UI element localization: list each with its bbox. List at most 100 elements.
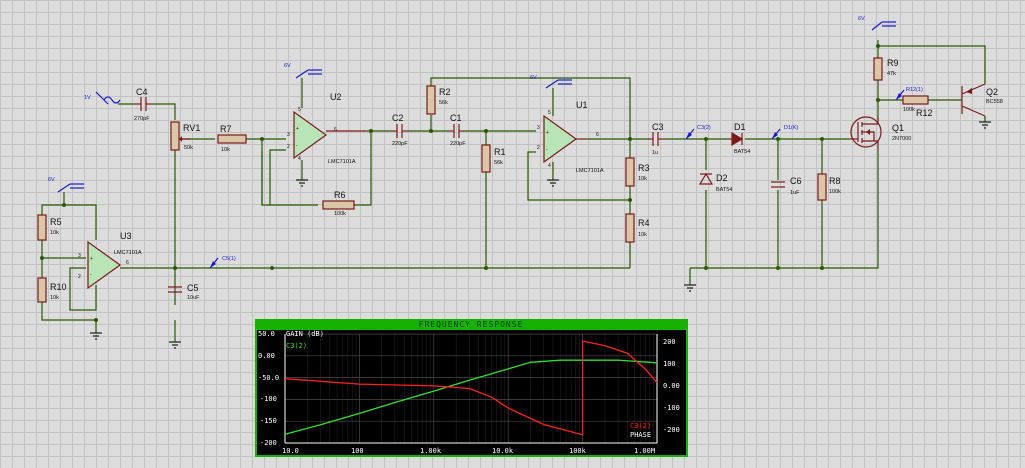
ref-label: D1	[734, 122, 746, 132]
graph-background	[257, 330, 686, 455]
phase-series-line	[284, 340, 658, 436]
value-label: 10k	[638, 232, 647, 238]
resistor-r5[interactable]: R5 10k	[37, 214, 62, 241]
mosfet-q1[interactable]: Q1 2N7000	[850, 116, 911, 150]
value-label: 10k	[221, 147, 230, 153]
voltage-probe-d1[interactable]: D1(K)	[771, 125, 799, 140]
pin-num: 2	[537, 145, 540, 151]
diode-d1[interactable]: D1 BAT54	[728, 122, 750, 155]
ref-label: Q2	[986, 87, 998, 97]
pin-num: 4	[548, 163, 551, 169]
voltage-probe-r12[interactable]: R12(1)	[895, 87, 923, 101]
ref-label: C5	[187, 283, 199, 293]
source-label: 1V	[84, 95, 91, 101]
y-left-tick: -50.0	[258, 374, 279, 382]
capacitor-c3[interactable]: C3 1u	[648, 122, 664, 156]
voltage-probe-c3[interactable]: C3(2)	[685, 125, 711, 140]
resistor-r12[interactable]: R12 100k	[902, 95, 933, 118]
ref-label: R10	[50, 282, 67, 292]
frequency-response-graph[interactable]: FREQUENCY RESPONSE GAIN (dB) C3(2) 50.0 …	[255, 319, 688, 457]
opamp-u1[interactable]: + - 3 2 6 5 4 U1 LMC7101A	[537, 100, 604, 174]
ground-icon	[296, 179, 308, 187]
resistor-r7[interactable]: R7 10k	[217, 124, 247, 153]
pin-num: 3	[537, 125, 540, 131]
value-label: 2N7000	[892, 136, 911, 142]
value-label: LMC7101A	[328, 159, 356, 165]
power-label: 6V	[858, 16, 865, 22]
opamp-u3[interactable]: + - 3 2 6 U3 LMC7101A	[78, 231, 142, 290]
ground-icon	[169, 341, 181, 349]
ref-label: RV1	[183, 123, 200, 133]
resistor-r8[interactable]: R8 100k	[817, 173, 841, 201]
diode-d2[interactable]: D2 BAT54	[698, 172, 732, 193]
ref-label: R3	[638, 163, 650, 173]
ref-label: C4	[136, 87, 148, 97]
value-label: 100k	[334, 211, 346, 217]
resistor-r9[interactable]: R9 47k	[873, 57, 899, 81]
ground-icon	[979, 121, 991, 129]
y-left-tick: -200	[260, 439, 277, 447]
ground-symbols	[90, 121, 991, 349]
power-terminal-u1[interactable]: 6V	[530, 75, 572, 89]
capacitor-c4[interactable]: C4 270pF	[134, 87, 152, 122]
resistor-r1[interactable]: R1 56k	[481, 144, 506, 173]
graph-title: FREQUENCY RESPONSE	[419, 320, 524, 329]
resistor-r10[interactable]: R10 10k	[37, 277, 67, 303]
pin-num: 6	[334, 127, 337, 133]
graph-series	[284, 340, 658, 436]
junctions	[40, 44, 880, 322]
ref-label: Q1	[892, 123, 904, 133]
potentiometer-rv1[interactable]: RV1 50k	[170, 121, 200, 151]
ref-label: D2	[716, 173, 728, 183]
pin-num: 5	[298, 107, 301, 113]
value-label: 56k	[439, 100, 448, 106]
power-terminal-u3[interactable]: 6V	[48, 177, 84, 193]
power-label: 6V	[284, 63, 291, 69]
value-label: 100k	[903, 107, 915, 113]
probe-label: C5(1)	[222, 256, 236, 262]
resistor-r2[interactable]: R2 56k	[426, 85, 451, 115]
y-right-tick: -200	[663, 426, 680, 434]
trace-label: C3(2)	[286, 342, 307, 350]
pin-num: 2	[287, 144, 290, 150]
phase-trace-label: C3(2)	[630, 422, 651, 430]
pin-num: 6	[596, 132, 599, 138]
pin-num: 5	[548, 110, 551, 116]
resistor-r3[interactable]: R3 10k	[625, 157, 650, 187]
opamp-u2[interactable]: + - 3 2 6 5 4 U2 LMC7101A	[287, 92, 366, 165]
value-label: 220pF	[450, 141, 466, 147]
probe-label: D1(K)	[784, 125, 799, 131]
ref-label: R1	[494, 147, 506, 157]
probe-label: C3(2)	[697, 125, 711, 131]
graph-ticks: 50.0 0.00 -50.0 -100 -150 -200 200 100 0…	[258, 330, 680, 455]
resistor-r6[interactable]: R6 100k	[322, 190, 355, 217]
x-tick: 1.00k	[420, 447, 442, 455]
resistor-r4[interactable]: R4 10k	[625, 213, 650, 243]
value-label: 10uF	[187, 295, 200, 301]
y-right-tick: -100	[663, 404, 680, 412]
power-label: 6V	[530, 75, 537, 81]
ref-label: C3	[652, 122, 664, 132]
pin-num: 2	[78, 274, 81, 280]
x-tick: 10.0k	[492, 447, 514, 455]
x-tick: 10.0	[282, 447, 299, 455]
ac-source[interactable]: 1V	[84, 91, 121, 105]
probe-label: R12(1)	[906, 87, 923, 93]
transistor-q2[interactable]: Q2 BC558	[961, 83, 1003, 117]
y-left-tick: 0.00	[258, 352, 275, 360]
ref-label: C1	[450, 113, 462, 123]
capacitor-c6[interactable]: C6 1uF	[771, 176, 802, 196]
capacitor-c5[interactable]: C5 10uF	[168, 283, 200, 301]
capacitor-c2[interactable]: C2 220pF	[392, 113, 408, 147]
pin-minus: -	[546, 147, 548, 153]
power-terminal-q2[interactable]: 6V	[858, 16, 896, 31]
ref-label: C6	[790, 176, 802, 186]
x-tick: 100k	[569, 447, 587, 455]
power-terminal-u2[interactable]: 6V	[284, 63, 322, 79]
capacitor-c1[interactable]: C1 220pF	[448, 113, 466, 147]
value-label: BC558	[986, 99, 1003, 105]
pin-minus: -	[296, 143, 298, 149]
value-label: LMC7101A	[576, 168, 604, 174]
voltage-probe-c5[interactable]: C5(1)	[209, 256, 236, 269]
